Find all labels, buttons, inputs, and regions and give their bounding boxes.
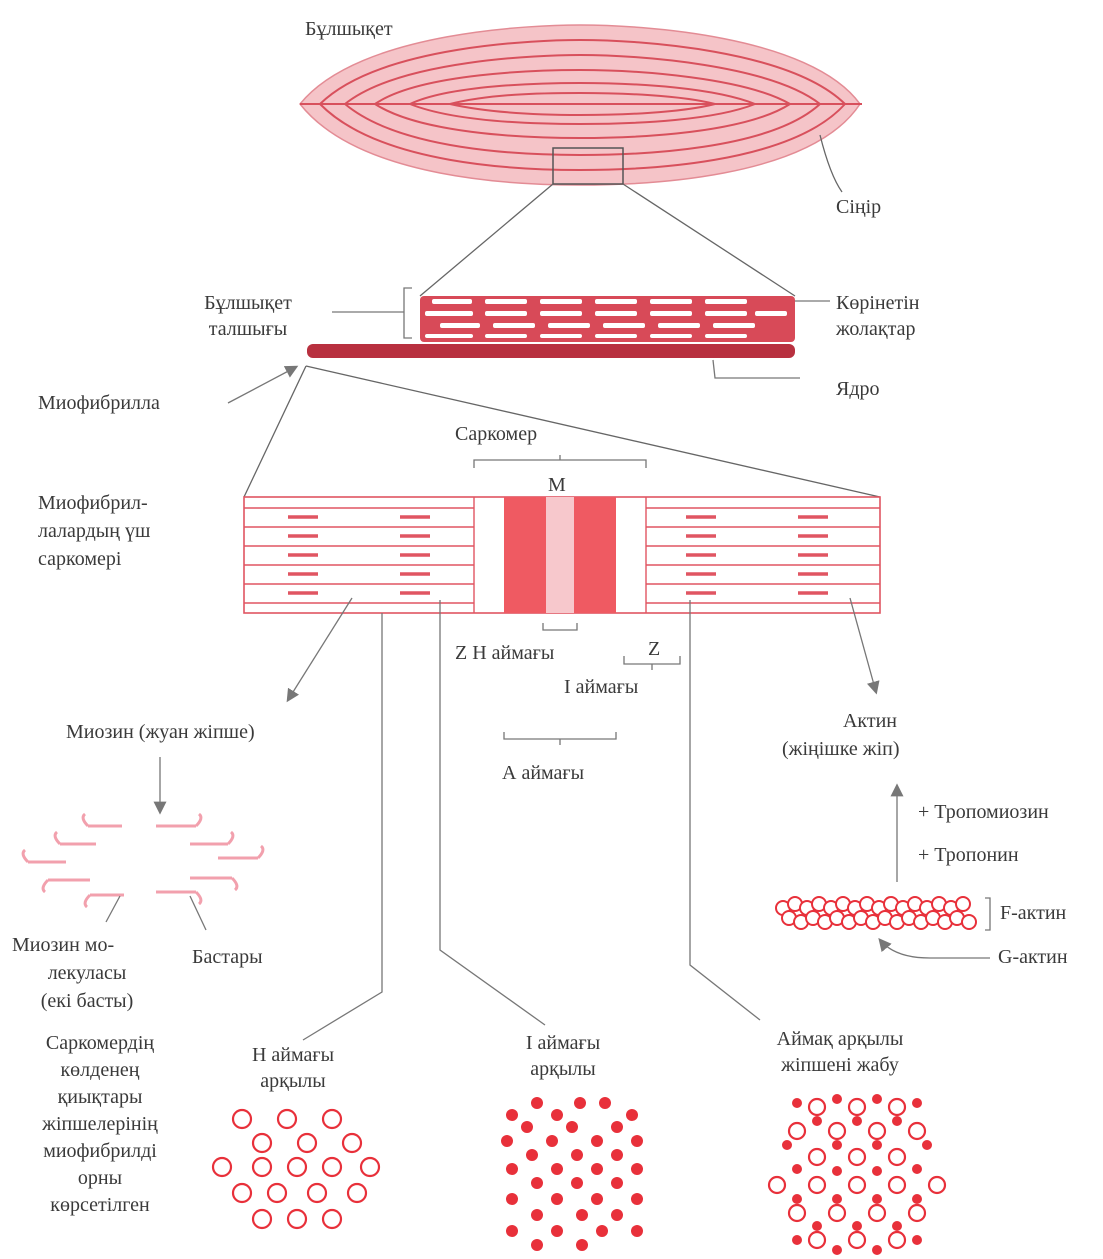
visible-striations-label-line2: жолақтар [836, 316, 916, 342]
f-actin-filament [776, 897, 976, 929]
actin-label-line1: Актин [800, 708, 940, 734]
myofibril-label: Миофибрилла [38, 390, 160, 416]
overlap-cross-section [769, 1094, 945, 1255]
tendon-label: Сіңір [836, 194, 881, 220]
visible-striations-label-line1: Көрінетін [836, 290, 919, 316]
myosin-molecule-label-line2: лекуласы [12, 960, 162, 986]
g-actin-label: G-актин [998, 944, 1068, 970]
myosin-molecule-label-line3: (екі басты) [12, 988, 162, 1014]
i-zone-section-label-line2: арқылы [488, 1056, 638, 1082]
sarcomere-label: Саркомер [455, 421, 537, 447]
myosin-molecules [23, 814, 263, 907]
i-zone-section-label-line1: I аймағы [488, 1030, 638, 1056]
myosin-molecule-label-line1: Миозин мо- [12, 932, 114, 958]
cross-section-caption-line4: жіпшелерінің [10, 1111, 190, 1137]
three-sarcomeres-label-line3: саркомері [38, 546, 121, 572]
tropomyosin-label: + Тропомиозин [918, 799, 1049, 825]
actin-label-line2: (жіңішке жіп) [782, 736, 900, 762]
a-zone-label: А аймағы [502, 760, 584, 786]
muscle-fiber-bundle [307, 296, 795, 358]
cross-section-caption-line3: қиықтары [10, 1084, 190, 1110]
cross-section-caption-line7: көрсетілген [10, 1192, 190, 1218]
h-zone-band [546, 497, 574, 613]
h-zone-section-label-line2: арқылы [218, 1068, 368, 1094]
a-band-right [574, 497, 616, 613]
sarcomere-diagram [244, 497, 880, 613]
h-zone-section-label-line1: Н аймағы [218, 1042, 368, 1068]
overlap-section-label-line1: Аймақ арқылы [740, 1026, 940, 1052]
overlap-section-label-line2: жіпшені жабу [740, 1052, 940, 1078]
myosin-label: Миозин (жуан жіпше) [66, 719, 255, 745]
three-sarcomeres-label-line1: Миофибрил- [38, 490, 148, 516]
a-band-left [504, 497, 546, 613]
three-sarcomeres-label-line2: лалардың үш [38, 518, 150, 544]
cross-section-caption-line1: Саркомердің [10, 1030, 190, 1056]
z-h-zone-label: Z H аймағы [455, 640, 554, 666]
m-line-label: M [548, 472, 566, 498]
i-zone-cross-section [501, 1097, 643, 1251]
nucleus-label: Ядро [836, 376, 880, 402]
cross-section-caption-line2: көлденең [10, 1057, 190, 1083]
muscle-fiber-label-line2: талшығы [178, 316, 318, 342]
cross-section-caption-line6: орны [10, 1165, 190, 1191]
whole-muscle [300, 25, 862, 185]
i-zone-label: I аймағы [564, 674, 638, 700]
troponin-label: + Тропонин [918, 842, 1019, 868]
muscle-fiber-label-line1: Бұлшықет [178, 290, 318, 316]
f-actin-label: F-актин [1000, 900, 1066, 926]
muscle-label: Бұлшықет [305, 16, 393, 42]
cross-section-caption-line5: миофибрилді [10, 1138, 190, 1164]
heads-label: Бастары [192, 944, 263, 970]
h-zone-cross-section [213, 1110, 379, 1228]
z-right-label: Z [648, 636, 660, 662]
